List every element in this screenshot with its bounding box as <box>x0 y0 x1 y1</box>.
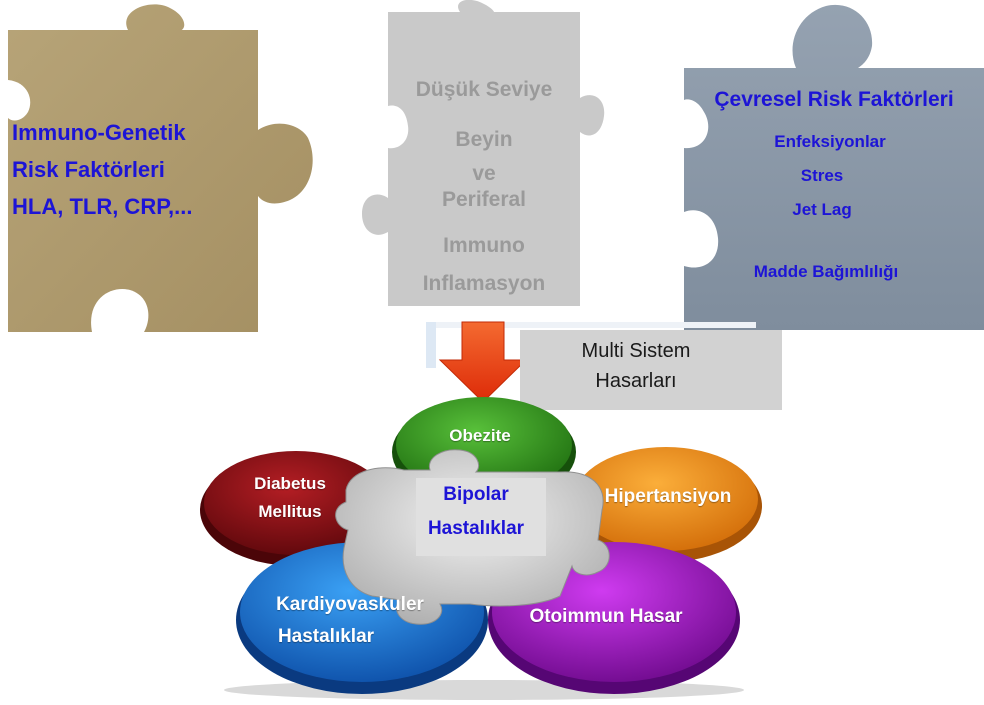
petal-obesity-label: Obezite <box>449 426 511 445</box>
inflammation-line-2: Beyin <box>455 128 513 151</box>
immuno-genetic-line-3: HLA, TLR, CRP,... <box>12 194 193 219</box>
center-puzzle-piece <box>335 449 610 625</box>
inflammation-line-4: Periferal <box>441 188 527 211</box>
environmental-item-substance: Madde Bağımlılığı <box>753 262 899 281</box>
puzzle-piece-immuno-genetic <box>8 4 313 333</box>
petal-hypertension-label: Hipertansiyon <box>604 486 732 507</box>
puzzle-piece-environmental <box>684 4 984 331</box>
petal-hypertension-shape <box>570 447 762 562</box>
inflammation-line-3: ve <box>472 162 496 185</box>
petal-diabetes-label-1: Diabetus <box>254 474 326 493</box>
puzzle-piece-inflammation <box>362 0 605 306</box>
environmental-item-stress: Stres <box>800 166 844 185</box>
center-label-2: Hastalıklar <box>427 518 525 539</box>
result-box-line-2: Hasarları <box>595 370 677 392</box>
arrow-base-marker <box>426 322 436 368</box>
petal-cardio-label-1: Kardiyovaskuler <box>276 594 424 615</box>
environmental-item-jet-lag: Jet Lag <box>792 200 852 219</box>
arrow-base-line <box>436 322 756 328</box>
down-arrow <box>438 321 528 403</box>
inflammation-line-5: Immuno <box>443 234 525 257</box>
environmental-item-infections: Enfeksiyonlar <box>774 132 886 151</box>
immuno-genetic-line-1: Immuno-Genetik <box>12 120 186 145</box>
immuno-genetic-line-2: Risk Faktörleri <box>12 157 165 182</box>
petal-diabetes-shape <box>200 451 392 566</box>
result-box-line-1: Multi Sistem <box>581 340 691 362</box>
environmental-title: Çevresel Risk Faktörleri <box>714 88 954 111</box>
result-box <box>520 330 782 410</box>
inflammation-line-1: Düşük Seviye <box>415 78 553 101</box>
petal-autoimmune-label: Otoimmun Hasar <box>529 606 683 627</box>
inflammation-line-6: Inflamasyon <box>422 272 546 295</box>
petal-diabetes-label-2: Mellitus <box>258 502 322 521</box>
petal-cardio-label-2: Hastalıklar <box>277 626 375 647</box>
center-label-1: Bipolar <box>443 484 509 505</box>
